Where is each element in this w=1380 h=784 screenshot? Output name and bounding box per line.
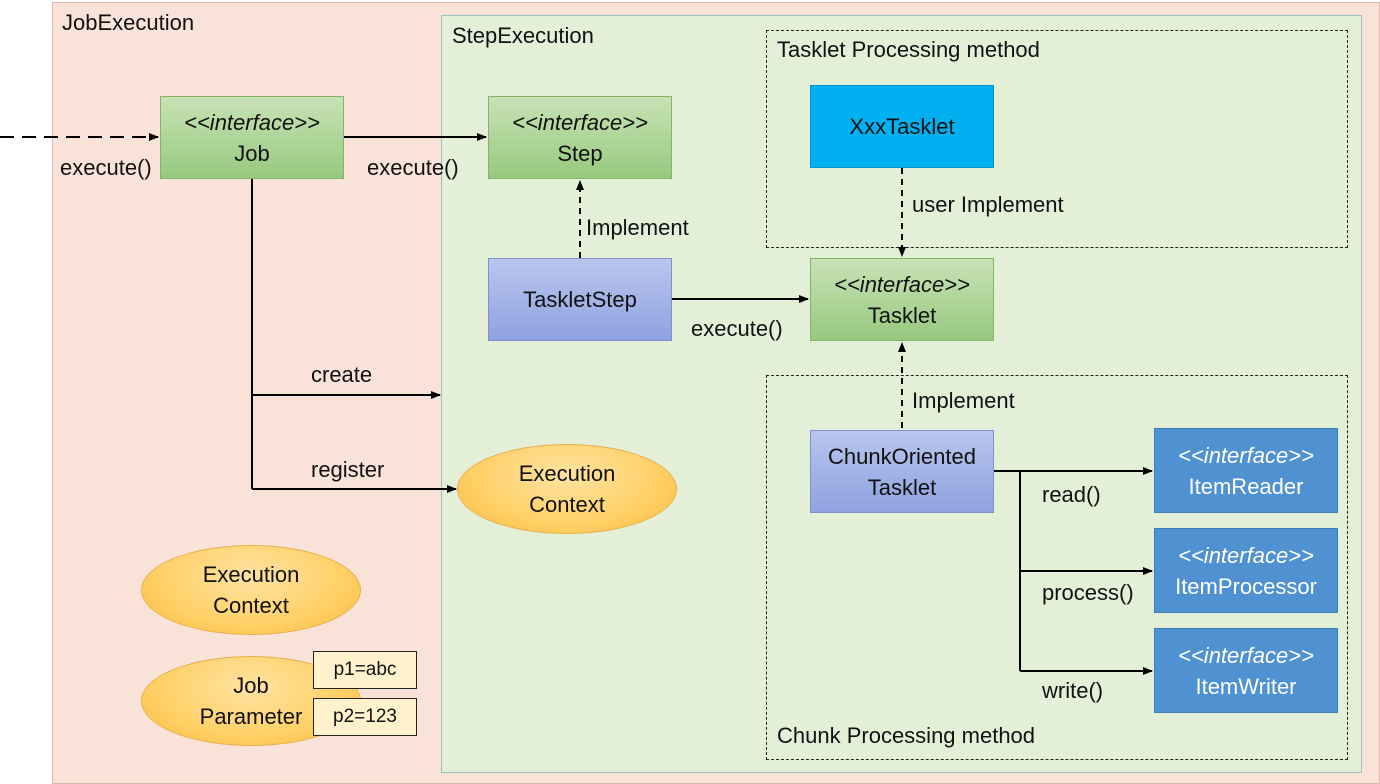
step-execution-label: StepExecution [452,23,594,48]
tasklet-interface-box: <<interface>> Tasklet [810,258,994,341]
tasklet-stereotype: <<interface>> [834,271,970,297]
tasklet-step-box: TaskletStep [488,258,672,341]
item-writer-box: <<interface>> ItemWriter [1154,628,1338,713]
step-context-line2: Context [529,492,605,517]
chunk-implement-label: Implement [912,388,1015,413]
item-reader-name: ItemReader [1188,473,1304,499]
step-stereotype: <<interface>> [512,109,648,135]
tasklet-step-name: TaskletStep [523,287,637,312]
chunk-processing-region [766,375,1348,760]
write-label: write() [1042,678,1104,703]
param-p2: p2=123 [313,698,417,736]
tasklet-step-execute-label: execute() [691,316,783,341]
chunk-tasklet-line1: ChunkOriented [828,443,976,469]
step-interface-box: <<interface>> Step [488,96,672,179]
job-parameter-line1: Job [233,673,269,698]
tasklet-name: Tasklet [867,302,937,328]
job-stereotype: <<interface>> [184,109,320,135]
job-execution-context: Execution Context [141,545,361,635]
job-parameter-line2: Parameter [199,704,303,729]
item-reader-box: <<interface>> ItemReader [1154,428,1338,513]
job-name: Job [234,140,270,166]
item-reader-stereotype: <<interface>> [1178,442,1314,468]
read-label: read() [1042,482,1101,507]
step-implement-label: Implement [586,215,689,240]
tasklet-processing-label: Tasklet Processing method [777,37,1040,62]
register-label: register [311,457,385,482]
job-execution-label: JobExecution [62,10,195,35]
item-processor-stereotype: <<interface>> [1178,542,1314,568]
chunk-oriented-tasklet-box: ChunkOriented Tasklet [810,430,994,513]
xxx-tasklet-box: XxxTasklet [810,85,994,168]
chunk-processing-label: Chunk Processing method [777,723,1036,748]
incoming-execute-label: execute() [60,155,152,180]
create-label: create [311,362,373,387]
job-context-line2: Context [213,593,289,618]
job-context-line1: Execution [202,562,300,587]
step-name: Step [557,140,603,166]
step-context-line1: Execution [518,461,616,486]
chunk-tasklet-line2: Tasklet [867,474,937,500]
item-processor-name: ItemProcessor [1175,573,1317,599]
job-to-step-execute-label: execute() [367,155,459,180]
param-p1: p1=abc [313,651,417,689]
job-interface-box: <<interface>> Job [160,96,344,179]
item-writer-stereotype: <<interface>> [1178,642,1314,668]
item-writer-name: ItemWriter [1195,673,1297,699]
process-label: process() [1042,580,1134,605]
tasklet-processing-region [766,30,1348,248]
user-implement-label: user Implement [912,192,1064,217]
step-execution-context: Execution Context [457,444,677,534]
item-processor-box: <<interface>> ItemProcessor [1154,528,1338,613]
xxx-tasklet-name: XxxTasklet [849,114,955,139]
